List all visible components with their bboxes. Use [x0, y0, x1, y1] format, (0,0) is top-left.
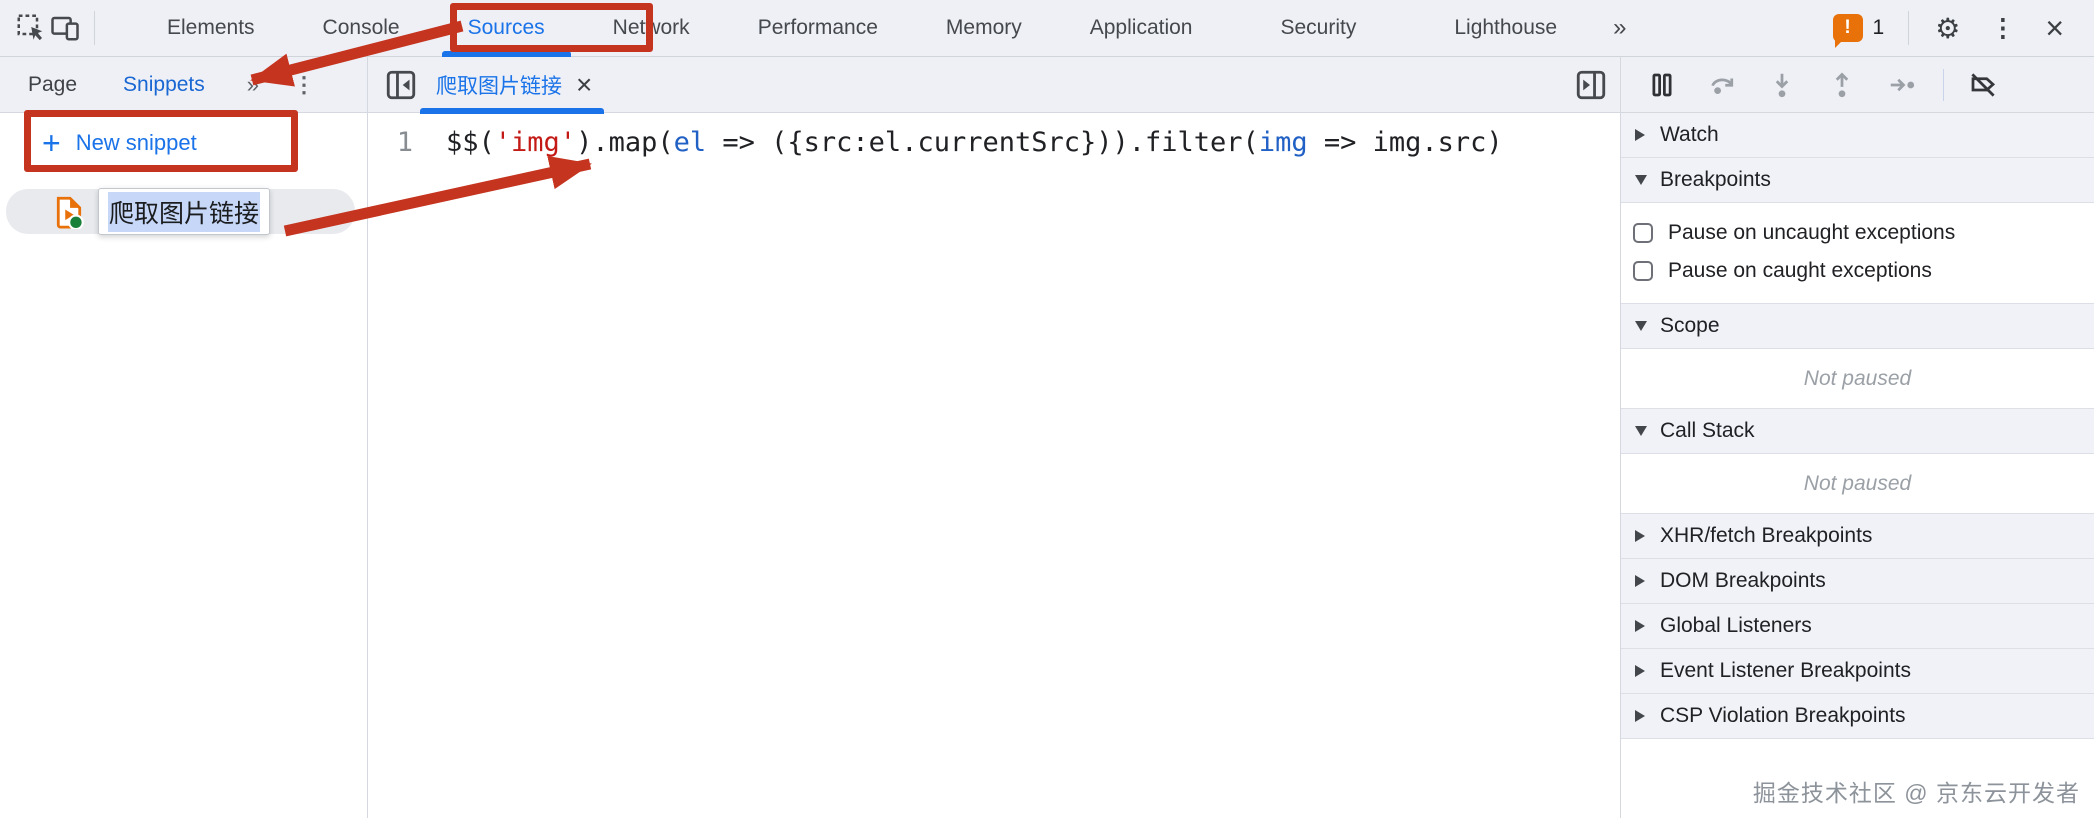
- scope-not-paused: Not paused: [1621, 349, 2094, 409]
- collapse-navigator-icon[interactable]: [384, 68, 418, 102]
- breakpoints-options: Pause on uncaught exceptions Pause on ca…: [1621, 203, 2094, 304]
- code-text: $$('img').map(el => ({src:el.currentSrc}…: [446, 127, 1503, 158]
- tab-memory[interactable]: Memory: [945, 16, 1022, 39]
- more-tabs-icon[interactable]: »: [1613, 14, 1627, 41]
- toolbar-right-group: ! 1 ⚙ ⋮ ×: [1832, 10, 2094, 48]
- section-dom-breakpoints[interactable]: DOM Breakpoints: [1621, 559, 2094, 604]
- editor-file-tab[interactable]: 爬取图片链接 ×: [419, 57, 605, 114]
- new-snippet-button[interactable]: + New snippet: [0, 113, 367, 173]
- section-event-listener-breakpoints[interactable]: Event Listener Breakpoints: [1621, 649, 2094, 694]
- toolbar-divider: [1908, 11, 1910, 45]
- step-over-icon[interactable]: [1707, 70, 1737, 100]
- collapse-debugger-icon[interactable]: [1574, 68, 1608, 102]
- section-watch[interactable]: Watch: [1621, 113, 2094, 158]
- tab-security[interactable]: Security: [1280, 16, 1357, 39]
- tab-lighthouse[interactable]: Lighthouse: [1454, 16, 1558, 39]
- navigator-tab-page[interactable]: Page: [28, 72, 78, 96]
- error-badge-icon[interactable]: !: [1832, 14, 1863, 48]
- section-label: Event Listener Breakpoints: [1660, 659, 1911, 682]
- chevron-right-icon: [1635, 530, 1645, 542]
- section-label: Breakpoints: [1660, 168, 1771, 191]
- navigator-kebab-icon[interactable]: ⋮: [293, 71, 316, 97]
- error-count: 1: [1872, 16, 1885, 39]
- section-label: Watch: [1660, 123, 1719, 146]
- chevron-right-icon: [1635, 710, 1645, 722]
- section-label: Call Stack: [1660, 419, 1755, 442]
- chevron-down-icon: [1635, 426, 1647, 436]
- more-options-kebab-icon[interactable]: ⋮: [1990, 14, 2016, 42]
- settings-gear-icon[interactable]: ⚙: [1935, 12, 1961, 44]
- chevron-down-icon: [1635, 321, 1647, 331]
- tab-console[interactable]: Console: [322, 16, 400, 39]
- debugger-sidebar: Watch Breakpoints Pause on uncaught exce…: [1620, 57, 2094, 818]
- section-label: DOM Breakpoints: [1660, 569, 1826, 592]
- tab-sources[interactable]: Sources: [434, 0, 579, 57]
- editor-pane: 爬取图片链接 × 1 $$('img').map(el => ({src:el.…: [368, 57, 1620, 818]
- plus-icon: +: [42, 125, 61, 161]
- devtools-toolbar: Elements Console Sources Network Perform…: [0, 0, 2094, 57]
- close-devtools-icon[interactable]: ×: [2045, 10, 2064, 46]
- section-label: XHR/fetch Breakpoints: [1660, 524, 1873, 547]
- chevron-right-icon: [1635, 575, 1645, 587]
- debugger-toolbar: [1621, 57, 2094, 113]
- tab-application[interactable]: Application: [1089, 16, 1193, 39]
- code-editor[interactable]: 1 $$('img').map(el => ({src:el.currentSr…: [368, 113, 1620, 160]
- step-icon[interactable]: [1887, 70, 1917, 100]
- section-label: Global Listeners: [1660, 614, 1812, 637]
- section-breakpoints[interactable]: Breakpoints: [1621, 158, 2094, 203]
- tab-close-icon[interactable]: ×: [576, 68, 593, 100]
- tab-network[interactable]: Network: [612, 16, 690, 39]
- device-toolbar-icon[interactable]: [48, 11, 82, 45]
- checkbox-label: Pause on caught exceptions: [1668, 259, 1932, 282]
- checkbox-caught[interactable]: [1633, 261, 1653, 281]
- chevron-right-icon: [1635, 665, 1645, 677]
- pause-script-icon[interactable]: [1647, 70, 1677, 100]
- inspect-element-icon[interactable]: [14, 11, 48, 45]
- snippet-file-icon: [54, 195, 84, 230]
- chevron-down-icon: [1635, 175, 1647, 185]
- navigator-sidebar: Page Snippets » ⋮ + New snippet 爬取图片链接: [0, 57, 368, 818]
- editor-tab-label: 爬取图片链接: [436, 74, 562, 98]
- section-global-listeners[interactable]: Global Listeners: [1621, 604, 2094, 649]
- step-out-icon[interactable]: [1827, 70, 1857, 100]
- chevron-right-icon: [1635, 129, 1645, 141]
- checkbox-label: Pause on uncaught exceptions: [1668, 221, 1956, 244]
- checkbox-uncaught[interactable]: [1633, 223, 1653, 243]
- navigator-more-tabs-icon[interactable]: »: [246, 71, 260, 97]
- navigator-tabbar: Page Snippets » ⋮: [0, 57, 367, 113]
- snippet-name-selected-text: 爬取图片链接: [108, 191, 261, 232]
- code-line-1[interactable]: 1 $$('img').map(el => ({src:el.currentSr…: [368, 126, 1620, 160]
- new-snippet-label: New snippet: [75, 130, 197, 155]
- pause-uncaught-row: Pause on uncaught exceptions: [1633, 214, 2094, 252]
- tab-elements[interactable]: Elements: [167, 16, 255, 39]
- section-label: CSP Violation Breakpoints: [1660, 704, 1906, 727]
- section-label: Scope: [1660, 314, 1720, 337]
- editor-tabbar: 爬取图片链接 ×: [368, 57, 1620, 114]
- tab-performance[interactable]: Performance: [757, 16, 878, 39]
- watermark-text: 掘金技术社区 @ 京东云开发者: [1752, 780, 2080, 806]
- section-csp-violation-breakpoints[interactable]: CSP Violation Breakpoints: [1621, 694, 2094, 739]
- snippet-list-item[interactable]: 爬取图片链接: [6, 188, 355, 235]
- line-number: 1: [396, 127, 413, 158]
- deactivate-breakpoints-icon[interactable]: [1968, 70, 1998, 100]
- step-into-icon[interactable]: [1767, 70, 1797, 100]
- pause-caught-row: Pause on caught exceptions: [1633, 252, 2094, 290]
- section-scope[interactable]: Scope: [1621, 304, 2094, 349]
- navigator-tab-snippets[interactable]: Snippets: [123, 72, 205, 96]
- chevron-right-icon: [1635, 620, 1645, 632]
- toolbar-divider: [1943, 68, 1944, 101]
- section-call-stack[interactable]: Call Stack: [1621, 409, 2094, 454]
- call-stack-not-paused: Not paused: [1621, 454, 2094, 514]
- snippet-rename-input[interactable]: 爬取图片链接: [98, 188, 271, 235]
- toolbar-divider: [94, 11, 95, 45]
- section-xhr-breakpoints[interactable]: XHR/fetch Breakpoints: [1621, 514, 2094, 559]
